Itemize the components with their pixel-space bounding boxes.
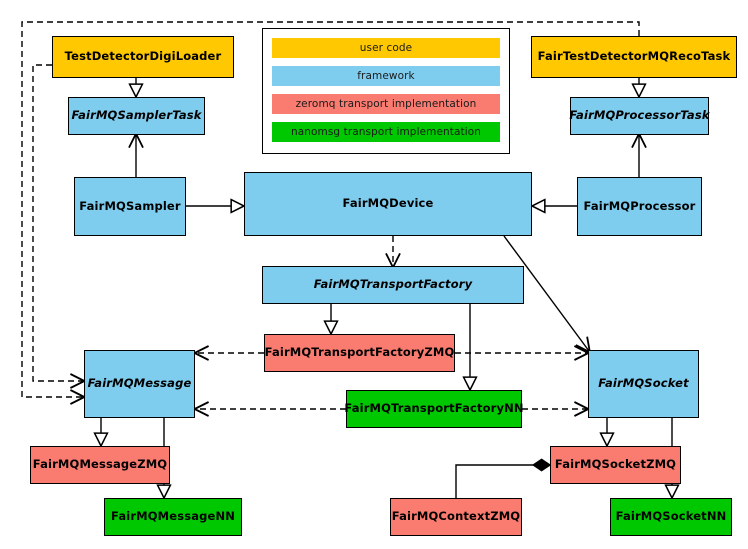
class-node-fairmqsamplertask[interactable]: FairMQSamplerTask	[68, 97, 205, 135]
class-node-fairmqsocketnn[interactable]: FairMQSocketNN	[610, 498, 732, 536]
class-node-fairmqprocessortask[interactable]: FairMQProcessorTask	[569, 97, 709, 135]
class-node-testdetectordigiloader[interactable]: TestDetectorDigiLoader	[52, 36, 234, 78]
class-node-fairmqcontextzmq[interactable]: FairMQContextZMQ	[390, 498, 522, 536]
class-node-fairmqmessagezmq[interactable]: FairMQMessageZMQ	[30, 446, 170, 484]
class-node-fairmqmessagenn[interactable]: FairMQMessageNN	[104, 498, 242, 536]
legend-item-nanomsg: nanomsg transport implementation	[272, 122, 500, 142]
legend-item-zeromq: zeromq transport implementation	[272, 94, 500, 114]
class-node-fairtestdetectormqrecotask[interactable]: FairTestDetectorMQRecoTask	[531, 36, 737, 78]
class-node-fairmqsocket[interactable]: FairMQSocket	[588, 350, 699, 418]
class-node-fairmqtransportfactory[interactable]: FairMQTransportFactory	[262, 266, 524, 304]
class-node-fairmqsocketzmq[interactable]: FairMQSocketZMQ	[550, 446, 681, 484]
legend-item-framework: framework	[272, 66, 500, 86]
class-node-fairmqmessage[interactable]: FairMQMessage	[84, 350, 195, 418]
class-node-fairmqtransportfactorynn[interactable]: FairMQTransportFactoryNN	[344, 390, 524, 428]
class-node-fairmqtransportfactoryzmq[interactable]: FairMQTransportFactoryZMQ	[264, 334, 455, 372]
class-node-fairmqsampler[interactable]: FairMQSampler	[74, 177, 186, 236]
legend-item-user-code: user code	[272, 38, 500, 58]
class-node-fairmqprocessor[interactable]: FairMQProcessor	[577, 177, 702, 236]
class-node-fairmqdevice[interactable]: FairMQDevice	[244, 172, 532, 236]
